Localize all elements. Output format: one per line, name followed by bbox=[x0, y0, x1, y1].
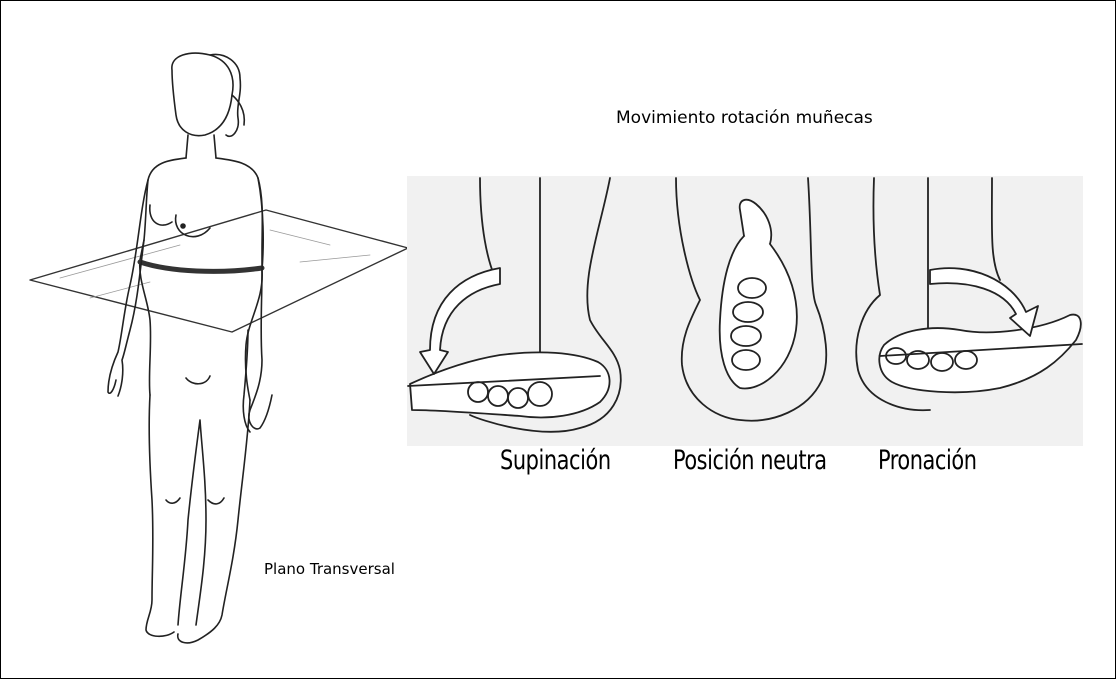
pronation-arrow bbox=[930, 268, 1038, 336]
supination-label: Supinación bbox=[500, 445, 611, 476]
neutral-hand bbox=[676, 178, 826, 421]
pronation-label: Pronación bbox=[878, 445, 977, 476]
pronation-hand bbox=[856, 178, 1082, 410]
neutral-position-label: Posición neutra bbox=[673, 445, 827, 476]
supination-hand bbox=[408, 178, 621, 432]
